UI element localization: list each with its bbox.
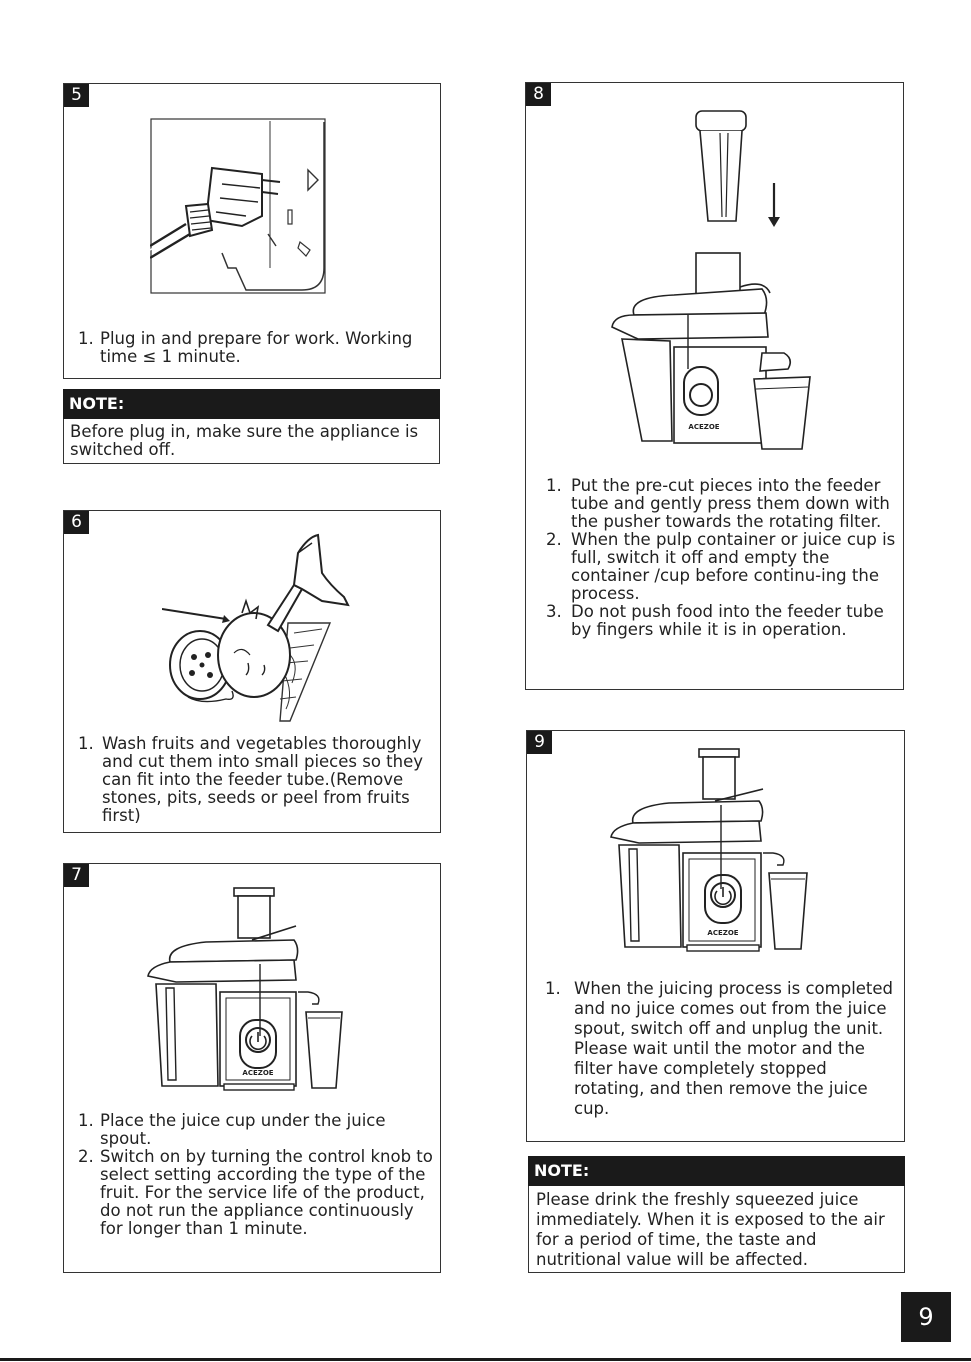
step-list: 1. Plug in and prepare for work. Working …	[78, 330, 438, 366]
step-index: 1.	[78, 329, 94, 348]
step-text: Wash fruits and vegetables thoroughly an…	[102, 734, 424, 825]
step-text: Put the pre-cut pieces into the feeder t…	[571, 476, 890, 531]
juicer-illustration: ACEZOE	[146, 884, 346, 1092]
step-index: 1.	[546, 476, 562, 495]
brand-label: ACEZOE	[242, 1069, 273, 1077]
step-list: 1. Place the juice cup under the juice sp…	[78, 1112, 438, 1238]
list-item: 3. Do not push food into the feeder tube …	[546, 603, 900, 639]
list-item: 1. Plug in and prepare for work. Working …	[78, 330, 438, 366]
step-number-badge: 9	[527, 731, 552, 754]
step-list: 1. When the juicing process is completed …	[545, 979, 901, 1119]
brand-label: ACEZOE	[688, 423, 719, 431]
step-text: When the pulp container or juice cup is …	[571, 530, 896, 603]
step-number-badge: 8	[526, 83, 551, 106]
step-index: 1.	[78, 1111, 94, 1130]
note-title: NOTE:	[63, 389, 440, 419]
step-list: 1. Wash fruits and vegetables thoroughly …	[78, 735, 438, 825]
step-text: Do not push food into the feeder tube by…	[571, 602, 884, 639]
note-title: NOTE:	[528, 1156, 905, 1186]
list-item: 1. Put the pre-cut pieces into the feeder…	[546, 477, 900, 531]
step-number-badge: 7	[64, 864, 89, 887]
cutting-fruit-illustration	[162, 533, 354, 723]
list-item: 1. When the juicing process is completed …	[545, 979, 901, 1119]
step-number-badge: 5	[64, 84, 89, 107]
list-item: 2. Switch on by turning the control knob …	[78, 1148, 438, 1238]
step-text: Plug in and prepare for work. Working ti…	[100, 329, 413, 366]
note-text: Please drink the freshly squeezed juice …	[528, 1186, 905, 1273]
step-index: 2.	[546, 530, 562, 549]
step-index: 1.	[545, 979, 561, 998]
step-text: Place the juice cup under the juice spou…	[100, 1111, 386, 1148]
list-item: 1. Place the juice cup under the juice sp…	[78, 1112, 438, 1148]
list-item: 1. Wash fruits and vegetables thoroughly …	[78, 735, 438, 825]
bottom-divider	[0, 1358, 971, 1361]
juicer-with-pusher-illustration: ACEZOE	[604, 109, 816, 453]
brand-label: ACEZOE	[707, 929, 738, 937]
step-text: When the juicing process is completed an…	[574, 979, 894, 1118]
step-number-badge: 6	[64, 511, 89, 534]
step-list: 1. Put the pre-cut pieces into the feeder…	[546, 477, 900, 639]
juicer-finished-illustration: ACEZOE	[609, 745, 809, 953]
step-box-7: 7 ACEZOE 1. Place the juice cup under the…	[63, 863, 441, 1273]
step-index: 2.	[78, 1147, 94, 1166]
step-box-9: 9 ACEZOE 1. When the juicing process is c…	[526, 730, 905, 1142]
note-text: Before plug in, make sure the appliance …	[63, 419, 440, 464]
step-box-6: 6 1. Wash fruits and vegetables thoroughl…	[63, 510, 441, 833]
plug-illustration	[150, 118, 326, 294]
list-item: 2. When the pulp container or juice cup i…	[546, 531, 900, 603]
step-box-8: 8 ACEZOE 1. Put the pre-cut pieces into t…	[525, 82, 904, 690]
step-index: 1.	[78, 734, 94, 753]
step-index: 3.	[546, 602, 562, 621]
page-number: 9	[901, 1292, 951, 1342]
step-box-5: 5 1. Plug in and prepare for work. Workin…	[63, 83, 441, 379]
step-text: Switch on by turning the control knob to…	[100, 1147, 433, 1238]
